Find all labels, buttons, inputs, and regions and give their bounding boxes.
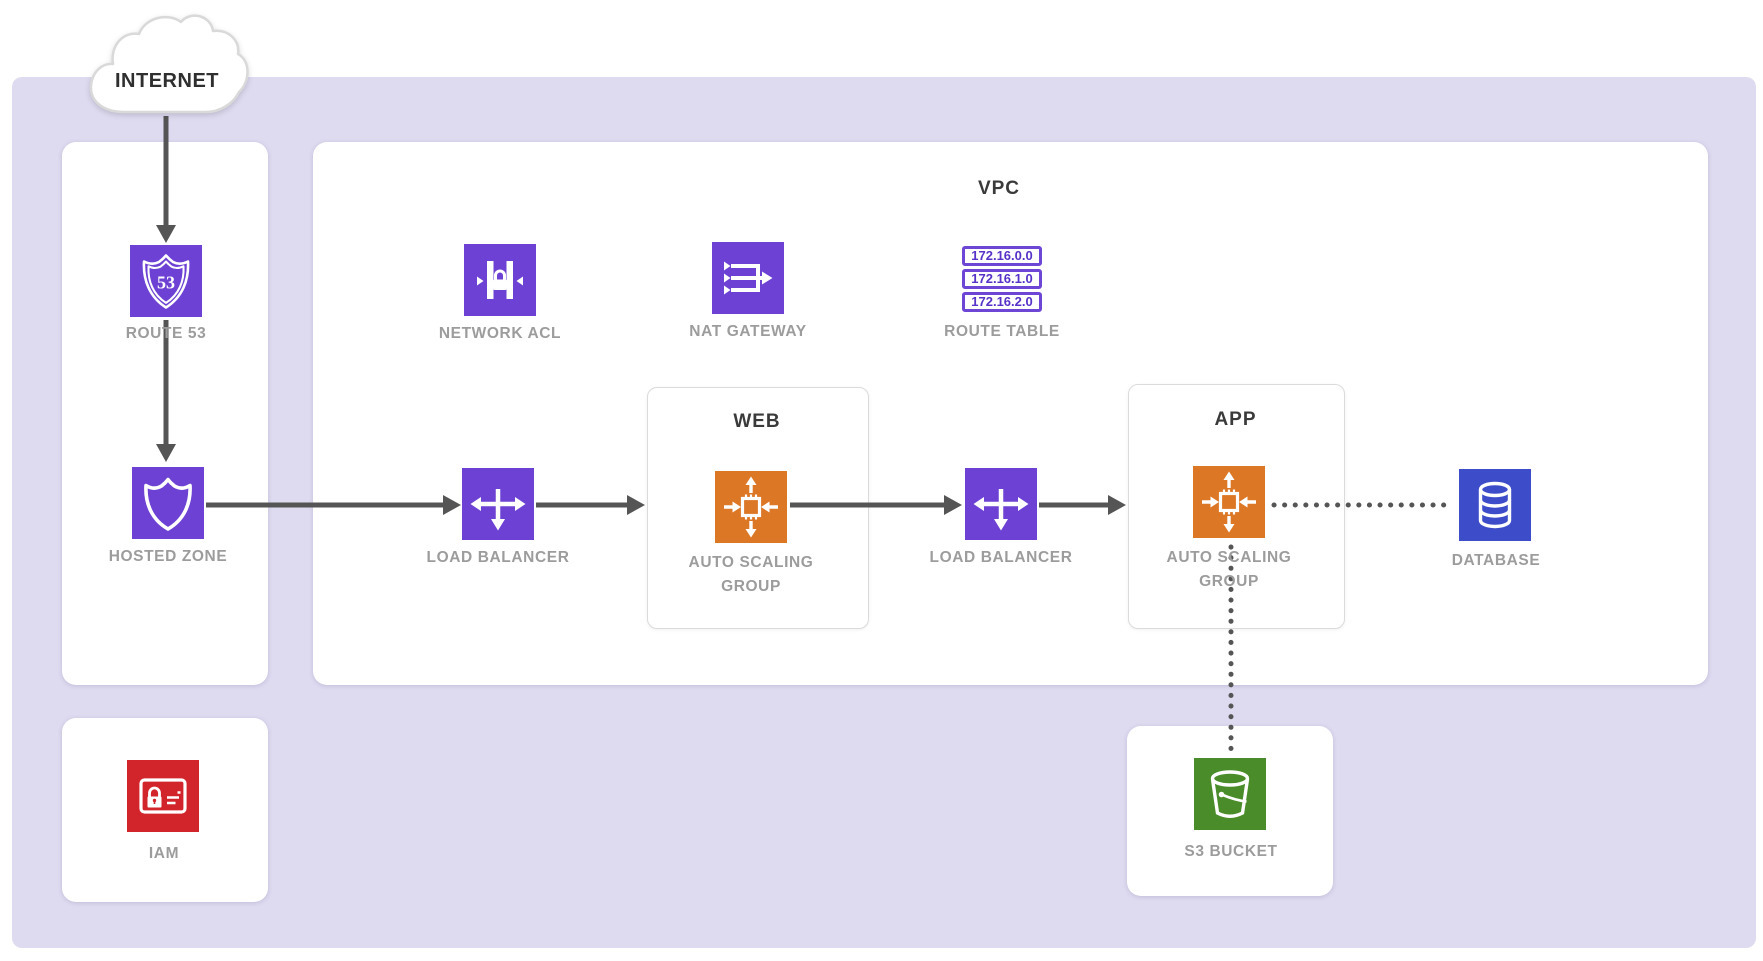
database-node[interactable]: [1459, 469, 1531, 541]
nat-gateway-node[interactable]: [712, 242, 784, 314]
network-acl-node[interactable]: [464, 244, 536, 316]
asg-app-node[interactable]: [1193, 466, 1265, 538]
auto-scaling-icon: [724, 476, 778, 538]
hosted-zone-icon: [144, 477, 192, 531]
load-balancer-web-node[interactable]: [462, 468, 534, 540]
cloud-shape: [89, 14, 249, 114]
s3-bucket-label: S3 BUCKET: [1184, 843, 1278, 860]
iam-node[interactable]: [127, 760, 199, 832]
app-subnet-label: APP: [1214, 409, 1257, 430]
iam-label: IAM: [148, 845, 180, 862]
load-balancer-app-node[interactable]: [965, 468, 1037, 540]
route53-label: ROUTE 53: [125, 325, 207, 342]
iam-icon: [139, 778, 187, 814]
load-balancer-app-label: LOAD BALANCER: [929, 549, 1073, 566]
database-label: DATABASE: [1451, 552, 1541, 569]
route-table-label: ROUTE TABLE: [944, 323, 1060, 340]
asg-app-label: AUTO SCALING GROUP: [1166, 549, 1292, 591]
route-table-node[interactable]: 172.16.0.0 172.16.1.0 172.16.2.0: [962, 246, 1042, 318]
route-table-entry: 172.16.2.0: [962, 292, 1042, 312]
asg-web-node[interactable]: [715, 471, 787, 543]
hosted-zone-node[interactable]: [132, 467, 204, 539]
internet-cloud[interactable]: INTERNET: [82, 8, 252, 120]
route53-icon: 53: [142, 254, 190, 309]
load-balancer-icon: [973, 489, 1029, 531]
internet-label: INTERNET: [115, 70, 219, 92]
vpc-panel[interactable]: [313, 142, 1708, 685]
database-icon: [1478, 481, 1512, 529]
network-acl-label: NETWORK ACL: [438, 325, 562, 342]
web-subnet-box[interactable]: [647, 387, 869, 629]
route53-node[interactable]: 53: [130, 245, 202, 317]
web-subnet-label: WEB: [733, 411, 781, 432]
dns-group-panel[interactable]: [62, 142, 268, 685]
nat-gateway-label: NAT GATEWAY: [689, 323, 807, 340]
auto-scaling-icon: [1202, 471, 1256, 533]
route-table-entry: 172.16.0.0: [962, 246, 1042, 266]
s3-bucket-node[interactable]: [1194, 758, 1266, 830]
load-balancer-icon: [470, 489, 526, 531]
load-balancer-web-label: LOAD BALANCER: [426, 549, 570, 566]
route-table-entry: 172.16.1.0: [962, 269, 1042, 289]
s3-bucket-icon: [1210, 770, 1250, 818]
svg-text:53: 53: [157, 273, 175, 293]
asg-web-label: AUTO SCALING GROUP: [688, 554, 814, 596]
vpc-label: VPC: [977, 178, 1021, 199]
hosted-zone-label: HOSTED ZONE: [108, 548, 228, 565]
nat-gateway-icon: [724, 261, 773, 295]
network-acl-icon: [477, 261, 523, 299]
